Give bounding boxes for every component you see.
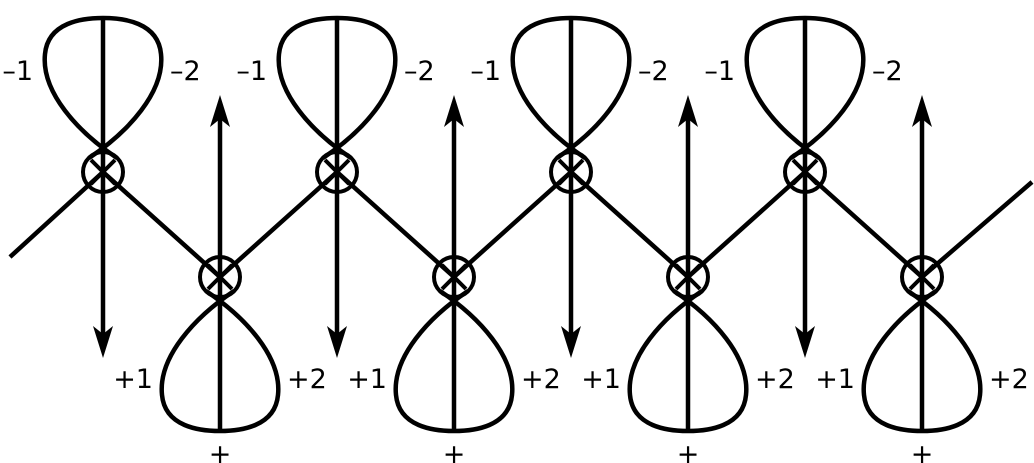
arrow-head-icon	[912, 95, 932, 127]
bottom-atom-1: + +1 +2	[113, 95, 327, 463]
top-atom-2: – –1 –2	[236, 0, 435, 358]
arrow-head-icon	[93, 326, 113, 358]
bottom-atom-4: + +1 +2	[815, 95, 1029, 463]
sign-label: +	[209, 439, 232, 463]
top-atom-1: – –1 –2	[2, 0, 201, 358]
atom-circle	[198, 255, 242, 299]
right-label: +2	[287, 364, 327, 395]
bottom-atom-3: + +1 +2	[581, 95, 795, 463]
sign-label: –	[798, 0, 812, 11]
atom-cross-icon	[908, 263, 936, 291]
sign-label: –	[564, 0, 578, 11]
right-label: –2	[872, 56, 903, 87]
sign-label: +	[677, 439, 700, 463]
left-label: –1	[236, 56, 267, 87]
atom-cross-icon	[674, 263, 702, 291]
right-label: +2	[521, 364, 561, 395]
atom-cross-icon	[206, 263, 234, 291]
bottom-atom-2: + +1 +2	[347, 95, 561, 463]
top-atom-3: – –1 –2	[470, 0, 669, 358]
left-label: +1	[347, 364, 387, 395]
left-label: +1	[815, 364, 855, 395]
zigzag-backbone	[8, 168, 1034, 281]
atom-circle	[666, 255, 710, 299]
top-atom-4: – –1 –2	[704, 0, 903, 358]
left-label: –1	[704, 56, 735, 87]
right-label: –2	[170, 56, 201, 87]
right-label: –2	[404, 56, 435, 87]
right-label: –2	[638, 56, 669, 87]
atom-circle	[315, 150, 359, 194]
atom-circle	[549, 150, 593, 194]
arrow-head-icon	[678, 95, 698, 127]
atom-circle	[900, 255, 944, 299]
sign-label: –	[96, 0, 110, 11]
arrow-head-icon	[327, 326, 347, 358]
left-label: –1	[470, 56, 501, 87]
left-label: –1	[2, 56, 33, 87]
atom-circle	[81, 150, 125, 194]
atom-circle	[432, 255, 476, 299]
right-label: +2	[989, 364, 1029, 395]
arrow-head-icon	[795, 326, 815, 358]
atom-cross-icon	[89, 158, 117, 186]
atom-cross-icon	[440, 263, 468, 291]
sign-label: –	[330, 0, 344, 11]
arrow-head-icon	[561, 326, 581, 358]
left-label: +1	[581, 364, 621, 395]
sign-label: +	[443, 439, 466, 463]
sign-label: +	[911, 439, 934, 463]
right-label: +2	[755, 364, 795, 395]
atom-cross-icon	[557, 158, 585, 186]
arrow-head-icon	[444, 95, 464, 127]
atom-cross-icon	[791, 158, 819, 186]
arrow-head-icon	[210, 95, 230, 127]
left-label: +1	[113, 364, 153, 395]
atom-cross-icon	[323, 158, 351, 186]
atom-circle	[783, 150, 827, 194]
